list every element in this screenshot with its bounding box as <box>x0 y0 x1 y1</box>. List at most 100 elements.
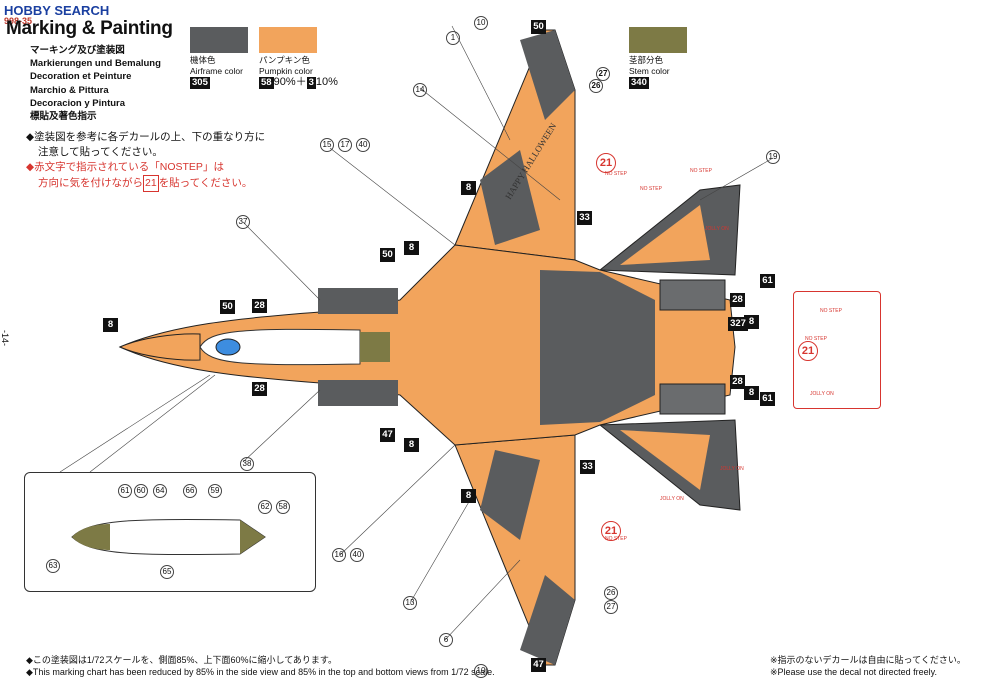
inset-canopy-front <box>72 524 110 550</box>
airframe-en: Airframe color <box>190 66 243 76</box>
stencil-panel <box>793 291 881 409</box>
lang-jp: マーキング及び塗装図 <box>30 45 125 56</box>
callout-60: 60 <box>134 484 148 498</box>
canopy-stem-section <box>360 332 390 362</box>
stem-code: 340 <box>629 77 649 89</box>
canopy-inset-frame <box>24 472 316 592</box>
callout-6: 6 <box>439 633 453 647</box>
footer-left: ◆この塗装図は1/72スケールを、側面85%、上下面60%に縮小してあります。 … <box>26 654 495 678</box>
decal-33-bottom: 33 <box>580 460 595 474</box>
callout-10-bottom: 10 <box>474 664 488 678</box>
callout-64: 64 <box>153 484 167 498</box>
decal-8-upper-wing: 8 <box>461 181 476 195</box>
decal-28-canopy-top: 28 <box>252 299 267 313</box>
upper-tailplane-pattern <box>620 205 710 265</box>
decal-8-upper-root: 8 <box>404 241 419 255</box>
callout-17: 17 <box>338 138 352 152</box>
callout-14: 14 <box>413 83 427 97</box>
decal-61-top: 61 <box>760 274 775 288</box>
decal-21-top: 21 <box>596 153 616 173</box>
page-title: Marking & Painting <box>6 18 173 39</box>
note-decal-21: 21 <box>143 175 159 192</box>
svg-text:NO STEP: NO STEP <box>690 168 713 174</box>
airframe-code: 305 <box>190 77 210 89</box>
logo-text: HOBBY SEARCH <box>4 3 110 18</box>
callout-13: 13 <box>403 596 417 610</box>
callout-61-inset: 61 <box>118 484 132 498</box>
callout-38: 38 <box>240 457 254 471</box>
callout-1: 1 <box>446 31 460 45</box>
note-line-1: ◆塗装図を参考に各デカールの上、下の重なり方に <box>26 131 266 143</box>
svg-text:NO STEP: NO STEP <box>640 186 663 192</box>
svg-text:NO STEP: NO STEP <box>605 171 628 177</box>
pumpkin-pct-b: 10% <box>315 76 338 88</box>
decal-8-lower-root: 8 <box>404 438 419 452</box>
pumpkin-swatch <box>259 27 317 53</box>
decal-33-top: 33 <box>577 211 592 225</box>
decal-50-canopy: 50 <box>220 300 235 314</box>
callout-16: 16 <box>332 548 346 562</box>
upper-intake <box>318 288 398 314</box>
logo-sub: 998-35 <box>4 16 33 26</box>
callout-66: 66 <box>183 484 197 498</box>
upper-nozzle <box>659 279 726 311</box>
note-line-4-pre: 方向に気を付けながら <box>38 177 143 189</box>
lower-tailplane-pattern <box>620 430 710 490</box>
lower-wing-stripe <box>480 450 540 540</box>
decal-50-mid: 50 <box>380 248 395 262</box>
decal-8-lower-wing: 8 <box>461 489 476 503</box>
airframe-caption: 機体色 Airframe color 305 <box>190 55 243 89</box>
callout-26-bottom: 26 <box>604 586 618 600</box>
airframe-jp: 機体色 <box>190 55 216 65</box>
lang-fr: Decoration et Peinture <box>30 71 132 83</box>
decal-28-tail-top: 28 <box>730 293 745 307</box>
callout-65: 65 <box>160 565 174 579</box>
leader-lines <box>59 25 774 641</box>
decal-47-mid: 47 <box>380 428 395 442</box>
decal-28-tail-bottom: 28 <box>730 375 745 389</box>
lang-cn: 標貼及著色指示 <box>30 111 97 123</box>
callout-10-top: 10 <box>474 16 488 30</box>
site-logo: HOBBY SEARCH 998-35 <box>4 3 109 26</box>
callout-58: 58 <box>276 500 290 514</box>
callout-59: 59 <box>208 484 222 498</box>
lower-intake <box>318 380 398 406</box>
callout-40-top: 40 <box>356 138 370 152</box>
stem-jp: 茎部分色 <box>629 55 664 65</box>
svg-text:JOLLY ON: JOLLY ON <box>720 466 744 472</box>
lang-es: Decoracion y Pintura <box>30 97 126 109</box>
stem-swatch <box>629 27 687 53</box>
pumpkin-code-a: 58 <box>259 77 274 89</box>
lang-de: Markierungen und Bemalung <box>30 58 161 70</box>
lang-it: Marchio & Pittura <box>30 84 109 96</box>
nose-cone <box>118 333 201 361</box>
inset-canopy-rear <box>240 520 265 554</box>
decal-8-tail-bottom: 8 <box>744 386 759 400</box>
pumpkin-en: Pumpkin color <box>259 66 313 76</box>
note-line-3-pre: ◆赤文字で指示されている <box>26 161 150 173</box>
fuselage-spine <box>540 270 655 425</box>
callout-40-bottom: 40 <box>350 548 364 562</box>
footer-right-en: ※Please use the decal not directed freel… <box>770 667 937 677</box>
decal-8-nose: 8 <box>103 318 118 332</box>
canopy-blue-panel <box>215 338 241 356</box>
decal-21-bottom: 21 <box>601 521 621 541</box>
pumpkin-code-b: 3 <box>306 77 316 89</box>
callout-15: 15 <box>320 138 334 152</box>
footer-left-jp: ◆この塗装図は1/72スケールを、側面85%、上下面60%に縮小してあります。 <box>26 655 338 665</box>
airframe-swatch <box>190 27 248 53</box>
upper-wing-stripe <box>480 150 540 245</box>
stem-en: Stem color <box>629 66 670 76</box>
instruction-notes: ◆塗装図を参考に各デカールの上、下の重なり方に 注意して貼ってください。 ◆赤文… <box>26 130 265 192</box>
footer-left-en: ◆This marking chart has been reduced by … <box>26 667 495 677</box>
note-line-3-box: 「NOSTEP」は <box>149 161 224 173</box>
svg-text:NO STEP: NO STEP <box>820 308 843 314</box>
decal-50-top: 50 <box>531 20 546 34</box>
svg-text:JOLLY ON: JOLLY ON <box>705 226 729 232</box>
lower-wing-tip <box>520 575 575 665</box>
svg-text:JOLLY ON: JOLLY ON <box>660 496 684 502</box>
decal-47-bottom: 47 <box>531 658 546 672</box>
